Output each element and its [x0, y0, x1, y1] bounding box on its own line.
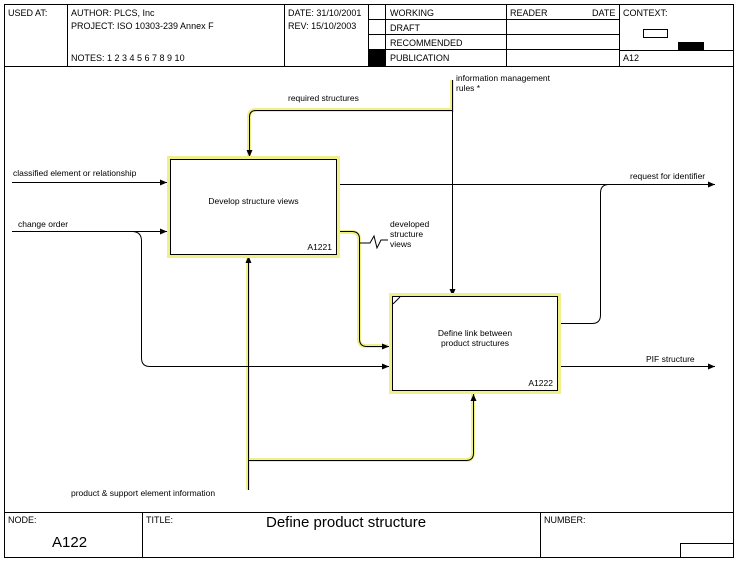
activity-number: A1222	[528, 378, 553, 388]
date-label: DATE	[592, 8, 616, 18]
label-request-for-identifier: request for identifier	[630, 171, 706, 181]
status-recommended: RECOMMENDED	[390, 38, 463, 48]
project: PROJECT: ISO 10303-239 Annex F	[71, 21, 214, 31]
context-node: A12	[623, 53, 640, 63]
reader-label: READER	[510, 8, 548, 18]
label-developed-structure-views: developed structure views	[390, 219, 430, 249]
status-publication: PUBLICATION	[390, 53, 450, 63]
label-classified-element: classified element or relationship	[13, 168, 137, 178]
context-label: CONTEXT:	[623, 8, 668, 18]
page-title: Define product structure	[266, 514, 427, 531]
date: DATE: 31/10/2001	[288, 8, 362, 18]
activity-title: Develop structure views	[208, 196, 299, 206]
number-label: NUMBER:	[544, 515, 586, 525]
node-value: A122	[52, 534, 88, 551]
label-required-structures: required structures	[288, 93, 359, 103]
status-working: WORKING	[390, 8, 434, 18]
author: AUTHOR: PLCS, Inc	[71, 8, 155, 18]
rev: REV: 15/10/2003	[288, 21, 357, 31]
activity-box-a1222[interactable]: Define link between product structures A…	[392, 296, 558, 391]
activity-number: A1221	[307, 242, 332, 252]
title-label: TITLE:	[146, 515, 174, 525]
corner-tab-icon	[393, 297, 401, 305]
label-change-order: change order	[18, 219, 69, 229]
used-at-label: USED AT:	[8, 8, 48, 18]
activity-title: Define link between product structures	[437, 328, 513, 348]
activity-box-a1221[interactable]: Develop structure views A1221	[170, 159, 337, 255]
label-information-management-rules: information management rules *	[456, 73, 551, 93]
status-draft: DRAFT	[390, 23, 420, 33]
label-pif-structure: PIF structure	[646, 354, 695, 364]
label-product-support-info: product & support element information	[71, 488, 216, 498]
notes: NOTES: 1 2 3 4 5 6 7 8 9 10	[71, 53, 185, 63]
node-label: NODE:	[8, 515, 37, 525]
